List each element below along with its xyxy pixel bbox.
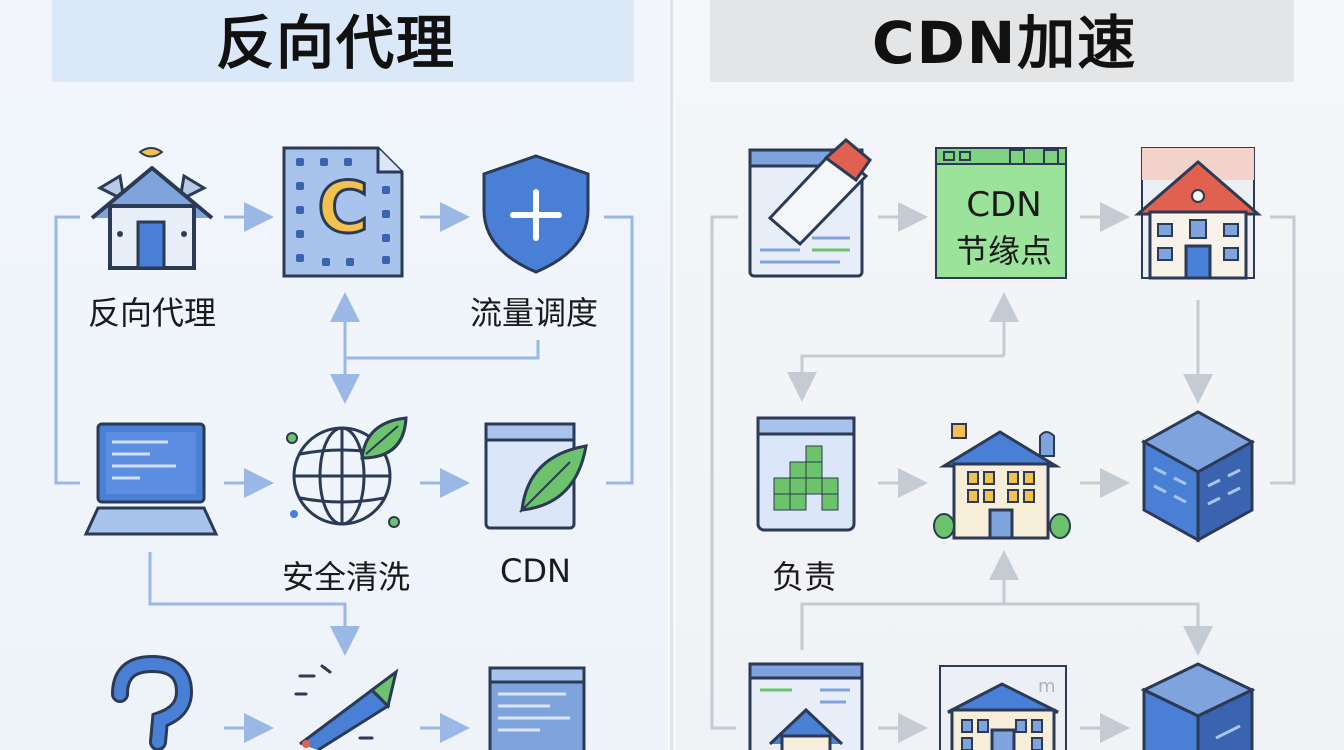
shield-plus-icon [482, 154, 590, 274]
server-cube-icon [1140, 410, 1256, 543]
label-traffic-scheduling: 流量调度 [470, 294, 599, 332]
browser-eraser-icon [748, 138, 873, 278]
label-security-cleaning: 安全清洗 [282, 558, 411, 596]
building-sign-text: m [1038, 676, 1056, 697]
label-cdn: CDN [500, 552, 571, 590]
blue-document-icon [488, 666, 586, 750]
mansion-icon [933, 414, 1071, 540]
pencil-rocket-icon [294, 664, 399, 750]
label-responsible: 负责 [772, 558, 837, 596]
house-icon [90, 147, 214, 270]
panel-divider [670, 0, 673, 750]
c-letter: C [317, 167, 368, 249]
blue-box-icon [1140, 662, 1256, 750]
question-mark-icon [111, 654, 194, 750]
reverse-proxy-title: 反向代理 [216, 9, 457, 77]
cdn-leaf-window-icon [484, 422, 588, 530]
storefront-building-icon: m [939, 665, 1067, 750]
label-reverse-proxy: 反向代理 [88, 294, 217, 332]
edge-node-label-text: 节缘点 [956, 232, 1052, 270]
laptop-icon [83, 422, 219, 536]
c-document-icon: C [282, 146, 404, 278]
left-header-bar [52, 0, 634, 82]
left-connectors [54, 202, 634, 743]
grid-chart-icon [756, 416, 856, 532]
cdn-edge-node-icon: CDN 节缘点 [935, 147, 1067, 279]
cdn-acceleration-title: CDN加速 [872, 9, 1138, 77]
globe-leaf-icon [286, 416, 408, 528]
right-header-bar [710, 0, 1294, 82]
edge-node-cdn-text: CDN [966, 185, 1041, 225]
browser-house-icon [748, 662, 864, 750]
red-roof-building-icon [1133, 147, 1263, 280]
right-connectors [710, 202, 1296, 743]
